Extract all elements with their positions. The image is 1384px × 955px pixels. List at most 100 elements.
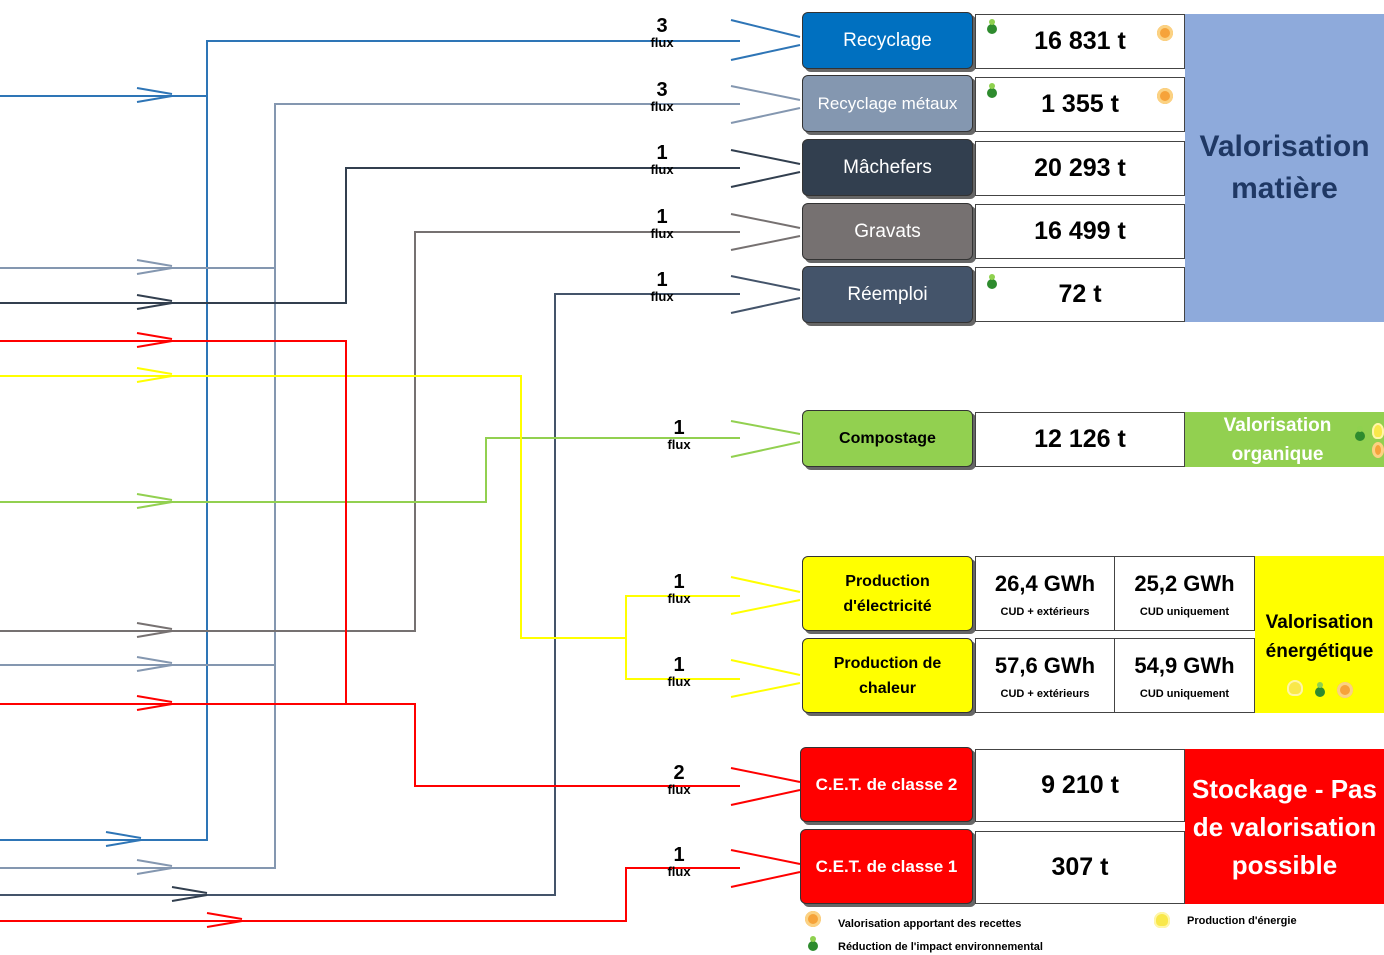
flux-count: 1 [673, 417, 685, 439]
flow-line-cet2-a [0, 340, 347, 704]
arrow-in [136, 87, 173, 103]
dest-compostage: Compostage [802, 410, 973, 467]
gwh-note: CUD uniquement [1139, 605, 1230, 618]
coin-icon [805, 911, 821, 927]
recycling-globe-icon [984, 83, 1000, 99]
gwh-note: CUD uniquement [1139, 687, 1230, 700]
light-bulb-icon [1287, 680, 1303, 696]
arrow-out [730, 149, 801, 188]
flux-word: flux [650, 162, 674, 177]
arrow-in [136, 367, 173, 383]
flow-line-gravats [0, 231, 740, 632]
gwh-note: CUD + extérieurs [1000, 605, 1090, 618]
flux-count: 1 [656, 206, 668, 228]
dest-chaleur: Production de chaleur [802, 638, 973, 713]
flow-line-metaux-3 [0, 665, 276, 869]
gwh-value: 26,4 GWh [994, 570, 1096, 596]
flux-count: 1 [656, 269, 668, 291]
arrow-out [730, 420, 801, 458]
flux-word: flux [667, 782, 691, 797]
legend-impact: Réduction de l'impact environnemental [838, 941, 1043, 953]
arrow-out [730, 275, 801, 314]
arrow-in [136, 294, 173, 310]
flow-line-reemploi [0, 293, 740, 896]
flux-word: flux [667, 437, 691, 452]
flow-line-energie [0, 375, 626, 639]
gwh-note: CUD + extérieurs [1000, 687, 1090, 700]
arrow-in [136, 259, 173, 275]
flow-line-energie-split [625, 595, 740, 680]
flux-count: 3 [656, 79, 668, 101]
gwh-value: 54,9 GWh [1134, 652, 1235, 678]
dest-machefers: Mâchefers [802, 139, 973, 196]
flow-line-cet1 [0, 867, 740, 922]
flux-count: 1 [673, 571, 685, 593]
flux-count: 1 [656, 142, 668, 164]
dest-electricite: Production d'électricité [802, 556, 973, 631]
coin-icon [1157, 88, 1173, 104]
value-recyclage: 16 831 t [975, 14, 1185, 69]
flux-count: 3 [656, 15, 668, 37]
recycling-globe-icon [1352, 426, 1368, 442]
dest-gravats: Gravats [802, 203, 973, 260]
coin-icon [1372, 442, 1384, 458]
arrow-out [730, 85, 801, 124]
coin-icon [1157, 25, 1173, 41]
arrow-out [730, 767, 801, 806]
category-organique: Valorisation organique [1185, 412, 1384, 467]
category-stockage: Stockage - Pas de valorisation possible [1185, 749, 1384, 904]
flow-line-compost [0, 437, 740, 503]
light-bulb-icon [1154, 912, 1170, 928]
value-gravats: 16 499 t [975, 204, 1185, 259]
flux-count: 1 [673, 654, 685, 676]
gwh-value: 57,6 GWh [994, 652, 1096, 678]
dest-reemploi: Réemploi [802, 266, 973, 323]
value-chaleur-total: 57,6 GWh CUD + extérieurs [975, 638, 1115, 713]
gwh-value: 25,2 GWh [1134, 570, 1235, 596]
flux-word: flux [650, 226, 674, 241]
value-recyclage-metaux: 1 355 t [975, 77, 1185, 132]
recycling-globe-icon [805, 936, 821, 952]
flux-word: flux [650, 99, 674, 114]
flow-line-metaux [0, 103, 740, 269]
value-cet1: 307 t [975, 831, 1185, 904]
flux-word: flux [667, 591, 691, 606]
arrow-in [136, 859, 173, 875]
value-electricite-cud: 25,2 GWh CUD uniquement [1114, 556, 1255, 631]
flux-count: 2 [673, 762, 685, 784]
flux-word: flux [667, 674, 691, 689]
category-matiere: Valorisation matière [1185, 14, 1384, 322]
value-electricite-total: 26,4 GWh CUD + extérieurs [975, 556, 1115, 631]
flux-word: flux [650, 289, 674, 304]
flux-word: flux [650, 35, 674, 50]
legend-recettes: Valorisation apportant des recettes [838, 918, 1022, 930]
value-reemploi: 72 t [975, 267, 1185, 322]
flow-line-metaux-2 [0, 268, 276, 666]
legend-energie: Production d'énergie [1187, 915, 1297, 927]
flux-count: 1 [673, 844, 685, 866]
recycling-globe-icon [984, 274, 1000, 290]
flow-line-machefers [0, 167, 740, 304]
dest-cet2: C.E.T. de classe 2 [800, 747, 973, 822]
arrow-in [136, 656, 173, 672]
arrow-in [136, 622, 173, 638]
arrow-out [730, 849, 801, 888]
flow-line-recyclage [0, 40, 740, 97]
arrow-in [136, 695, 173, 711]
value-compostage: 12 126 t [975, 412, 1185, 467]
flow-line-recyclage-2 [0, 96, 208, 841]
value-machefers: 20 293 t [975, 141, 1185, 196]
dest-recyclage-metaux: Recyclage métaux [802, 75, 973, 132]
flux-word: flux [667, 864, 691, 879]
dest-recyclage: Recyclage [802, 12, 973, 69]
